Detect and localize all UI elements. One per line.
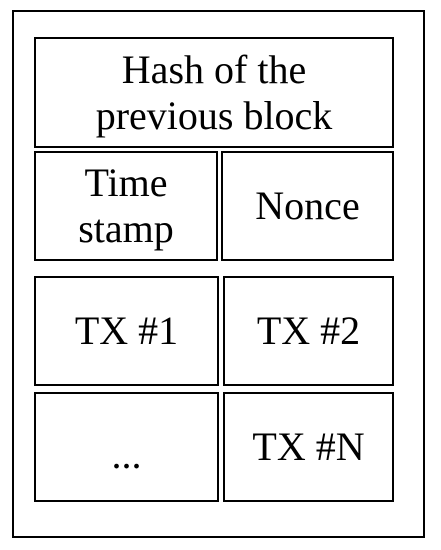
previous-hash-label: Hash of the previous block bbox=[95, 46, 333, 138]
timestamp-cell: Time stamp bbox=[34, 151, 218, 261]
transaction-label-n: TX #N bbox=[252, 424, 365, 469]
transaction-cell-2: TX #2 bbox=[223, 276, 394, 386]
previous-hash-cell: Hash of the previous block bbox=[34, 37, 394, 148]
timestamp-label: Time stamp bbox=[78, 160, 174, 251]
transaction-cell-ellipsis: ... bbox=[34, 392, 219, 502]
nonce-cell: Nonce bbox=[221, 151, 394, 261]
transaction-label-2: TX #2 bbox=[256, 308, 361, 353]
nonce-label: Nonce bbox=[255, 183, 360, 228]
transaction-label-ellipsis: ... bbox=[111, 432, 142, 477]
transaction-cell-n: TX #N bbox=[223, 392, 394, 502]
transaction-cell-1: TX #1 bbox=[34, 276, 219, 386]
transaction-label-1: TX #1 bbox=[74, 308, 179, 353]
block-frame bbox=[12, 10, 425, 538]
